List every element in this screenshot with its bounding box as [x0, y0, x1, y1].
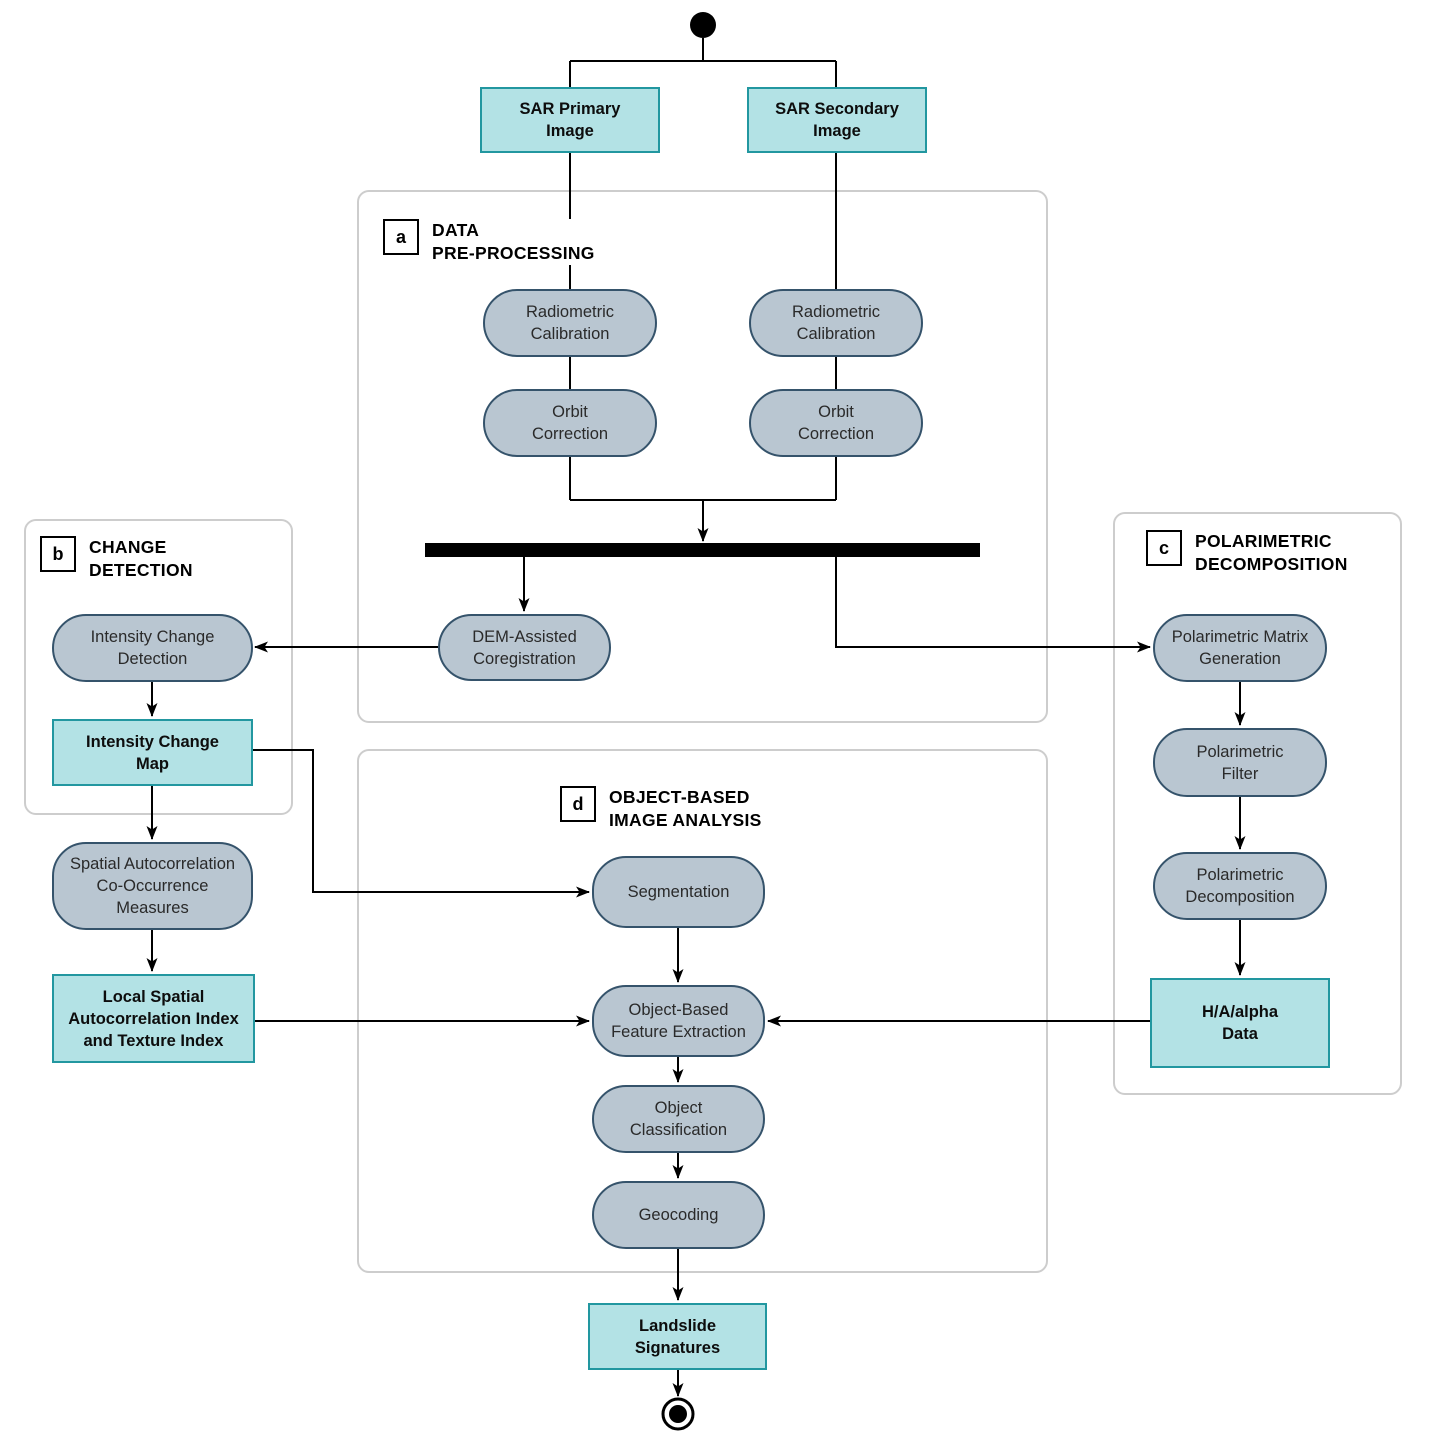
- start-node: [690, 12, 716, 38]
- section-title-polarimetric-decomposition: POLARIMETRIC DECOMPOSITION: [1195, 530, 1348, 576]
- section-title-data-preprocessing: DATA PRE-PROCESSING: [432, 219, 595, 265]
- section-letter-c: c: [1146, 530, 1182, 566]
- node-radiometric-calibration-secondary: Radiometric Calibration: [749, 289, 923, 357]
- section-title-change-detection: CHANGE DETECTION: [89, 536, 193, 582]
- section-label-b: b CHANGE DETECTION: [40, 536, 193, 582]
- section-title-object-based-image-analysis: OBJECT-BASED IMAGE ANALYSIS: [609, 786, 762, 832]
- node-radiometric-calibration-primary: Radiometric Calibration: [483, 289, 657, 357]
- node-sar-primary-image: SAR Primary Image: [480, 87, 660, 153]
- section-letter-d: d: [560, 786, 596, 822]
- node-landslide-signatures: Landslide Signatures: [588, 1303, 767, 1370]
- section-letter-b: b: [40, 536, 76, 572]
- node-orbit-correction-secondary: Orbit Correction: [749, 389, 923, 457]
- sync-bar: [425, 543, 980, 557]
- section-letter-a: a: [383, 219, 419, 255]
- node-ha-alpha-data: H/A/alpha Data: [1150, 978, 1330, 1068]
- edge-bar-to-polarimetric-matrix: [835, 557, 1151, 653]
- section-label-a: a DATA PRE-PROCESSING: [383, 219, 595, 265]
- node-geocoding: Geocoding: [592, 1181, 765, 1249]
- node-spatial-autocorrelation-measures: Spatial Autocorrelation Co-Occurrence Me…: [52, 842, 253, 930]
- section-label-d: d OBJECT-BASED IMAGE ANALYSIS: [560, 786, 762, 832]
- edge-start-split: [569, 38, 837, 87]
- node-intensity-change-map: Intensity Change Map: [52, 719, 253, 786]
- node-polarimetric-filter: Polarimetric Filter: [1153, 728, 1327, 797]
- node-polarimetric-decomposition: Polarimetric Decomposition: [1153, 852, 1327, 920]
- node-dem-assisted-coregistration: DEM-Assisted Coregistration: [438, 614, 611, 681]
- node-object-based-feature-extraction: Object-Based Feature Extraction: [592, 985, 765, 1057]
- node-segmentation: Segmentation: [592, 856, 765, 928]
- node-polarimetric-matrix-generation: Polarimetric Matrix Generation: [1153, 614, 1327, 682]
- node-sar-secondary-image: SAR Secondary Image: [747, 87, 927, 153]
- node-orbit-correction-primary: Orbit Correction: [483, 389, 657, 457]
- edge-icm-to-segmentation: [253, 749, 590, 898]
- node-object-classification: Object Classification: [592, 1085, 765, 1153]
- edge-orbit-merge: [569, 457, 837, 501]
- end-node: [669, 1405, 687, 1423]
- node-intensity-change-detection: Intensity Change Detection: [52, 614, 253, 682]
- section-label-c: c POLARIMETRIC DECOMPOSITION: [1146, 530, 1348, 576]
- node-local-spatial-autocorrelation-index: Local Spatial Autocorrelation Index and …: [52, 974, 255, 1063]
